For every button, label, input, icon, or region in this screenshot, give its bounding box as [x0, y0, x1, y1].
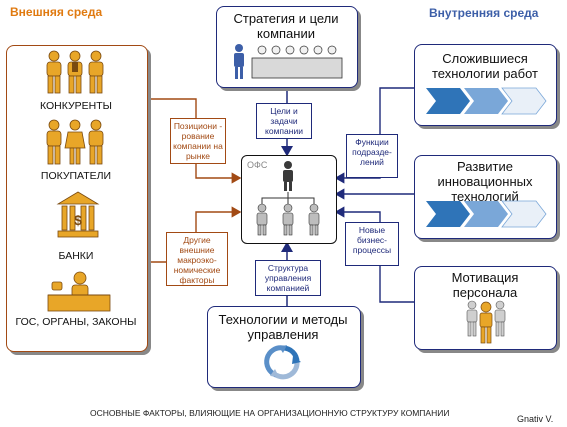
motivation-title: Мотивация персонала: [451, 270, 519, 300]
figure-caption: ОСНОВНЫЕ ФАКТОРЫ, ВЛИЯЮЩИЕ НА ОРГАНИЗАЦИ…: [90, 408, 450, 418]
macro-factors-note: Другие внешние макроэко- номические факт…: [166, 232, 228, 286]
svg-text:$: $: [74, 212, 82, 228]
government-icon: [47, 271, 111, 312]
ofs-label: ОФС: [247, 160, 268, 170]
innovation-title: Развитие инновационных технологий: [437, 159, 533, 204]
ofs-box: [241, 155, 337, 244]
team-icon: [466, 300, 506, 344]
author-credit: Gnativ V.: [517, 414, 554, 424]
process-arrows-icon: [426, 87, 547, 115]
competitors-label: КОНКУРЕНТЫ: [40, 100, 112, 112]
external-env-header: Внешняя среда: [10, 5, 103, 19]
government-label: ГОС, ОРГАНЫ, ЗАКОНЫ: [15, 316, 137, 328]
meeting-icon: [234, 44, 343, 79]
bank-icon: $: [56, 191, 100, 238]
structure-note: Структура управления компанией: [255, 260, 321, 296]
functions-note: Функции подразде- лений: [346, 134, 398, 178]
internal-env-header: Внутренняя среда: [429, 6, 539, 20]
org-chart-icon: [256, 161, 320, 236]
tech-work-title: Сложившиеся технологии работ: [431, 51, 539, 81]
buyers-icon: [46, 119, 104, 165]
buyers-label: ПОКУПАТЕЛИ: [40, 170, 112, 182]
innovation-arrows-icon: [426, 200, 547, 228]
cycle-icon: [264, 345, 301, 380]
strategy-title: Стратегия и цели компании: [233, 11, 339, 41]
banks-label: БАНКИ: [58, 250, 94, 262]
competitors-icon: [46, 50, 104, 94]
processes-note: Новые бизнес- процессы: [345, 222, 399, 266]
goals-note: Цели и задачи компании: [256, 103, 312, 139]
positioning-note: Позициони - рование компании на рынке: [170, 118, 226, 164]
tech-methods-title: Технологии и методы управления: [218, 312, 348, 342]
